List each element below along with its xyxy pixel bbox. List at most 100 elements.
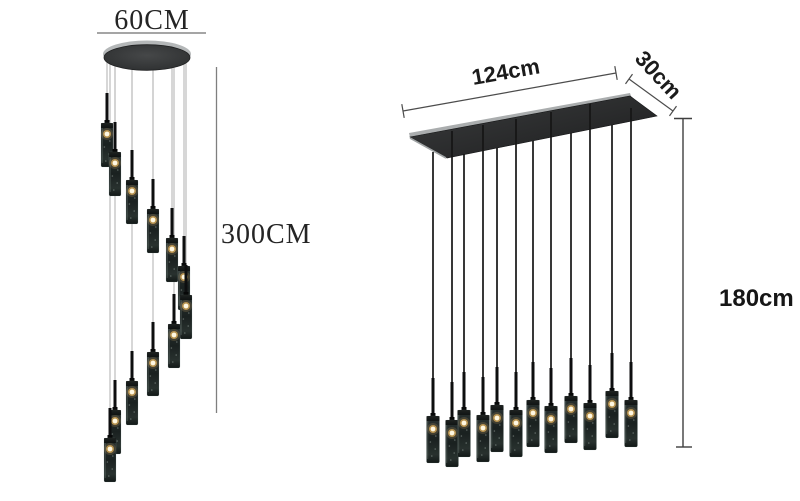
pendant-stem xyxy=(151,179,155,211)
glass-speckle xyxy=(113,189,115,191)
glass-speckle xyxy=(174,255,176,257)
pendant-stem xyxy=(481,377,485,417)
pendant-light xyxy=(526,362,540,448)
bulb xyxy=(628,410,634,416)
bulb xyxy=(513,420,519,426)
pendant-light xyxy=(179,265,193,340)
pendant-light xyxy=(476,377,490,463)
glass-speckle xyxy=(627,425,630,427)
left-wires xyxy=(106,57,187,410)
pendant-socket xyxy=(430,413,436,417)
pendant-light xyxy=(490,367,504,453)
glass-cap xyxy=(147,209,159,214)
bulb xyxy=(150,217,156,223)
bulb xyxy=(494,415,500,421)
glass-speckle xyxy=(534,432,536,434)
glass-speckle xyxy=(106,461,109,463)
glass-speckle xyxy=(117,427,119,429)
glass-cap xyxy=(476,415,490,420)
glass-speckle xyxy=(569,435,571,437)
glass-speckle xyxy=(514,449,516,451)
pendant-socket xyxy=(129,378,135,382)
glass-speckle xyxy=(466,429,468,431)
glass-speckle xyxy=(448,445,451,447)
pendant-socket xyxy=(112,407,118,411)
glass-speckle xyxy=(435,435,437,437)
pendant-stem xyxy=(184,265,188,297)
glass-speckle xyxy=(154,382,156,384)
glass-speckle xyxy=(613,423,615,425)
glass-speckle xyxy=(109,140,111,142)
pendant-socket xyxy=(181,263,187,267)
glass-cap xyxy=(490,405,504,410)
pendant-stem xyxy=(495,367,499,407)
pendant-socket xyxy=(609,388,615,392)
glass-cap xyxy=(509,410,523,415)
pendant-light xyxy=(605,353,619,439)
glass-speckle xyxy=(495,444,497,446)
glass-speckle xyxy=(112,455,114,457)
dim-tick-top xyxy=(625,73,633,85)
glass-speckle xyxy=(485,434,487,436)
glass-cap xyxy=(109,410,121,415)
bulb xyxy=(548,416,554,422)
pendant-socket xyxy=(494,402,500,406)
dim-tick-right xyxy=(614,65,618,81)
pendant-stem xyxy=(105,93,109,125)
glass-speckle xyxy=(111,433,114,435)
pendant-light xyxy=(426,378,440,464)
pendant-light xyxy=(544,368,558,454)
glass-speckle xyxy=(512,435,515,437)
pendant-stem xyxy=(170,208,174,240)
pendant-stem xyxy=(130,150,134,182)
pendant-light xyxy=(457,372,471,458)
pendant-light xyxy=(146,322,160,397)
glass-speckle xyxy=(111,175,114,177)
glass-speckle xyxy=(170,275,172,277)
glass-speckle xyxy=(531,439,533,441)
glass-speckle xyxy=(629,439,631,441)
glass-cap xyxy=(178,266,190,271)
pendant-socket xyxy=(513,407,519,411)
glass-speckle xyxy=(116,440,118,442)
glass-speckle xyxy=(465,442,468,444)
bulb xyxy=(129,389,135,395)
glass-speckle xyxy=(134,197,136,199)
glass-cap xyxy=(126,180,138,185)
pendant-stem xyxy=(514,372,518,412)
glass-cap xyxy=(426,416,440,421)
glass-speckle xyxy=(134,398,136,400)
right-canopy-edge-highlight xyxy=(409,137,447,159)
glass-speckle xyxy=(154,239,156,241)
right-height-label: 180cm xyxy=(719,285,794,312)
pendant-light xyxy=(167,294,181,369)
glass-speckle xyxy=(588,442,590,444)
glass-speckle xyxy=(460,435,463,437)
glass-speckle xyxy=(614,410,616,412)
pendant-stem xyxy=(450,382,454,422)
glass-speckle xyxy=(133,210,135,212)
bulb xyxy=(169,246,175,252)
pendant-stem xyxy=(431,378,435,418)
bulb xyxy=(171,332,177,338)
glass-cap xyxy=(147,352,159,357)
left-canopy xyxy=(103,44,191,71)
bulb xyxy=(587,413,593,419)
glass-speckle xyxy=(535,419,537,421)
glass-speckle xyxy=(481,454,483,456)
pendant-light xyxy=(125,351,139,426)
pendant-light xyxy=(564,358,578,444)
pendant-stem xyxy=(549,368,553,408)
bulb xyxy=(530,410,536,416)
right-width-dim-line xyxy=(402,72,617,112)
glass-speckle xyxy=(517,442,519,444)
pendant-light xyxy=(146,179,160,254)
glass-speckle xyxy=(188,312,190,314)
bulb xyxy=(104,131,110,137)
glass-speckle xyxy=(176,341,178,343)
glass-speckle xyxy=(499,424,501,426)
glass-cap xyxy=(101,123,113,128)
glass-speckle xyxy=(184,332,186,334)
glass-speckle xyxy=(168,261,171,263)
